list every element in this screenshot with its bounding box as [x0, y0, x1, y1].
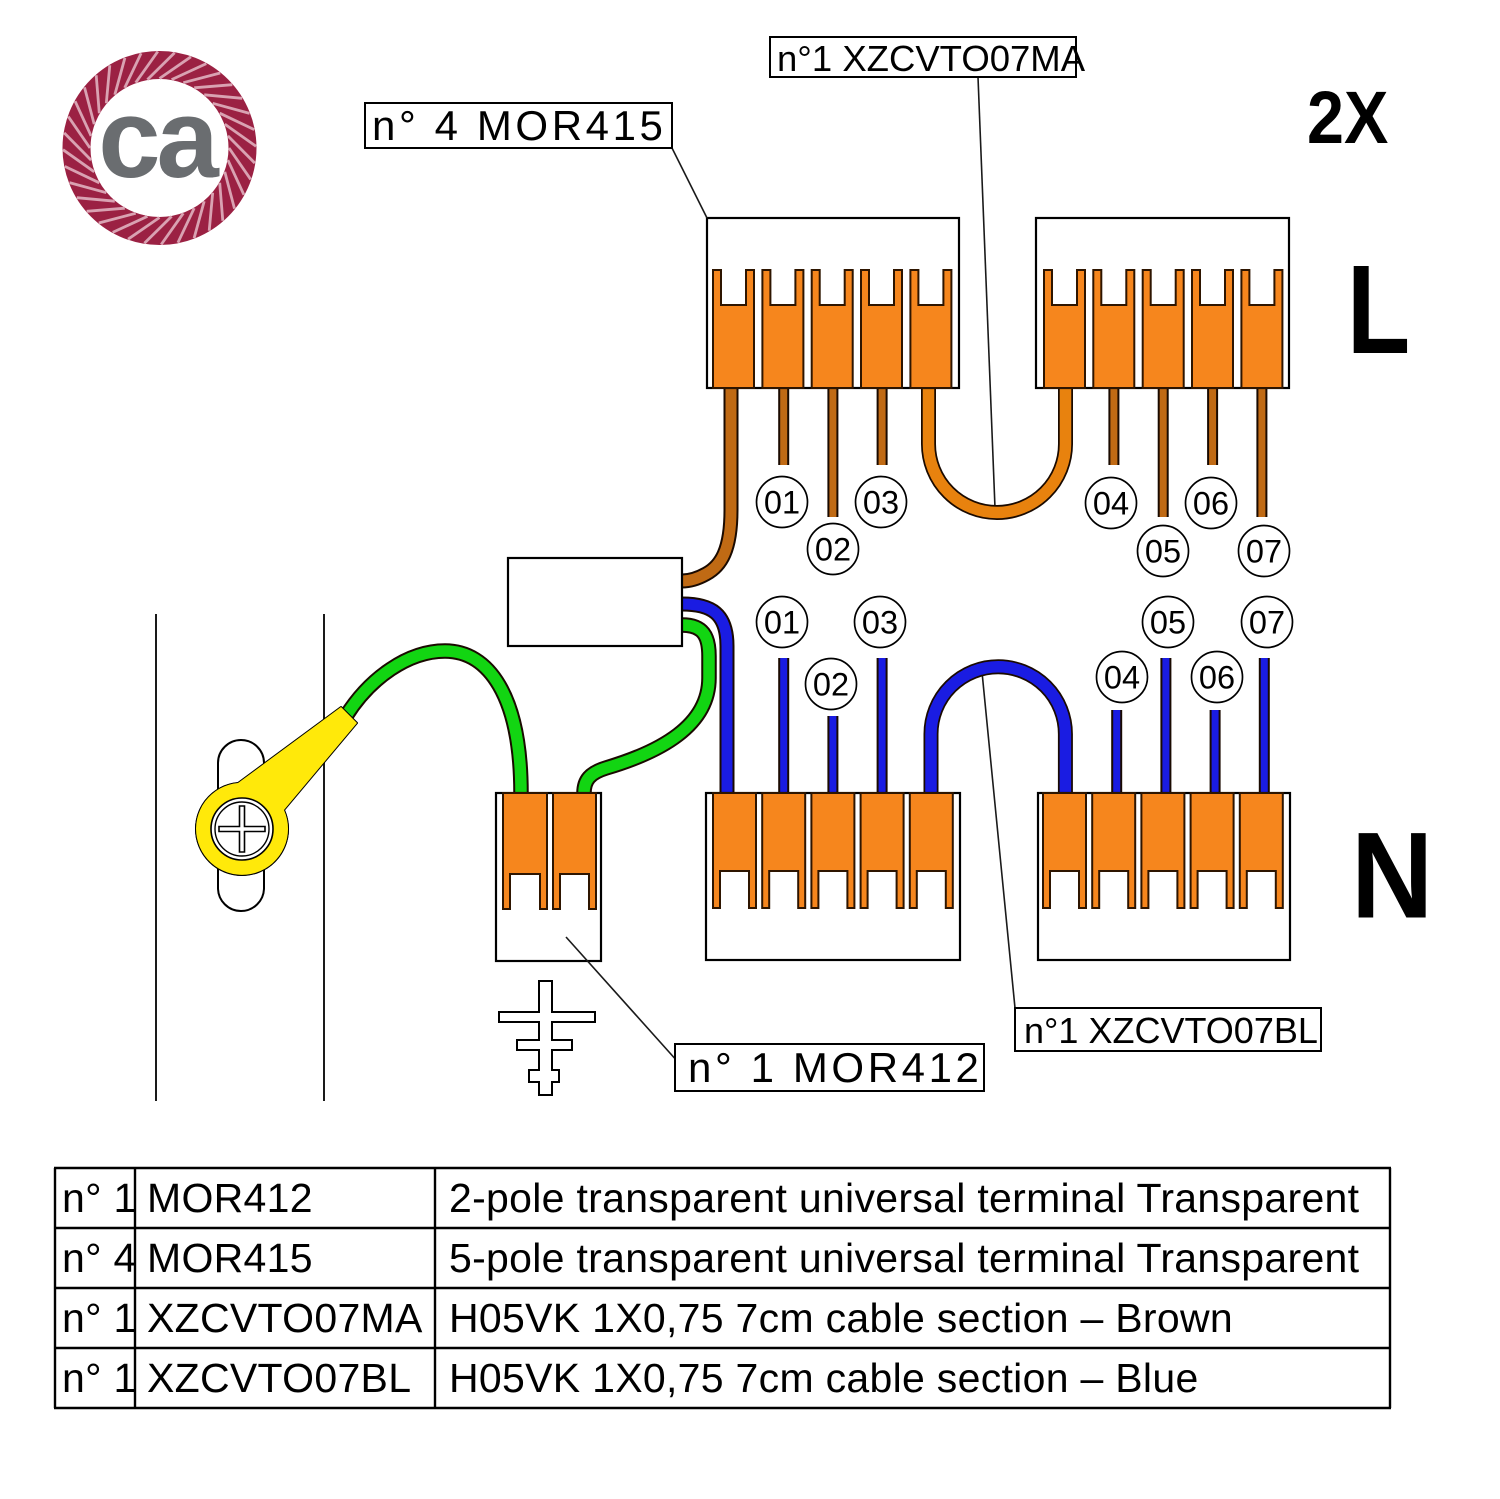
- svg-text:n° 4 MOR415: n° 4 MOR415: [372, 102, 667, 149]
- svg-text:03: 03: [862, 605, 898, 641]
- svg-text:06: 06: [1199, 660, 1235, 696]
- svg-text:n° 4: n° 4: [62, 1235, 137, 1281]
- svg-text:2-pole transparent universal t: 2-pole transparent universal terminal Tr…: [449, 1175, 1360, 1221]
- svg-text:n° 1: n° 1: [62, 1355, 137, 1401]
- svg-text:MOR412: MOR412: [147, 1175, 313, 1221]
- svg-text:n° 1: n° 1: [62, 1295, 137, 1341]
- svg-text:01: 01: [764, 485, 800, 521]
- svg-text:H05VK 1X0,75 7cm cable section: H05VK 1X0,75 7cm cable section – Brown: [449, 1295, 1233, 1341]
- svg-text:n°1 XZCVTO07MA: n°1 XZCVTO07MA: [777, 38, 1086, 79]
- svg-text:07: 07: [1249, 605, 1285, 641]
- svg-text:N: N: [1351, 808, 1433, 945]
- svg-text:05: 05: [1145, 534, 1181, 570]
- svg-text:2X: 2X: [1307, 76, 1388, 159]
- svg-text:MOR415: MOR415: [147, 1235, 313, 1281]
- svg-text:5-pole transparent universal t: 5-pole transparent universal terminal Tr…: [449, 1235, 1360, 1281]
- svg-text:02: 02: [813, 667, 849, 703]
- svg-text:07: 07: [1246, 534, 1282, 570]
- svg-text:02: 02: [815, 532, 851, 568]
- svg-text:04: 04: [1093, 486, 1129, 522]
- svg-text:01: 01: [764, 605, 800, 641]
- svg-text:n° 1 MOR412: n° 1 MOR412: [688, 1044, 983, 1091]
- svg-text:n° 1: n° 1: [62, 1175, 137, 1221]
- svg-text:H05VK 1X0,75 7cm cable section: H05VK 1X0,75 7cm cable section – Blue: [449, 1355, 1199, 1401]
- svg-text:03: 03: [863, 485, 899, 521]
- svg-text:05: 05: [1150, 605, 1186, 641]
- svg-text:04: 04: [1104, 660, 1140, 696]
- svg-text:L: L: [1347, 240, 1411, 381]
- svg-text:n°1 XZCVTO07BL: n°1 XZCVTO07BL: [1024, 1010, 1318, 1051]
- svg-text:06: 06: [1193, 486, 1229, 522]
- svg-text:XZCVTO07BL: XZCVTO07BL: [147, 1355, 411, 1401]
- svg-text:XZCVTO07MA: XZCVTO07MA: [147, 1295, 423, 1341]
- svg-text:ca: ca: [98, 76, 219, 201]
